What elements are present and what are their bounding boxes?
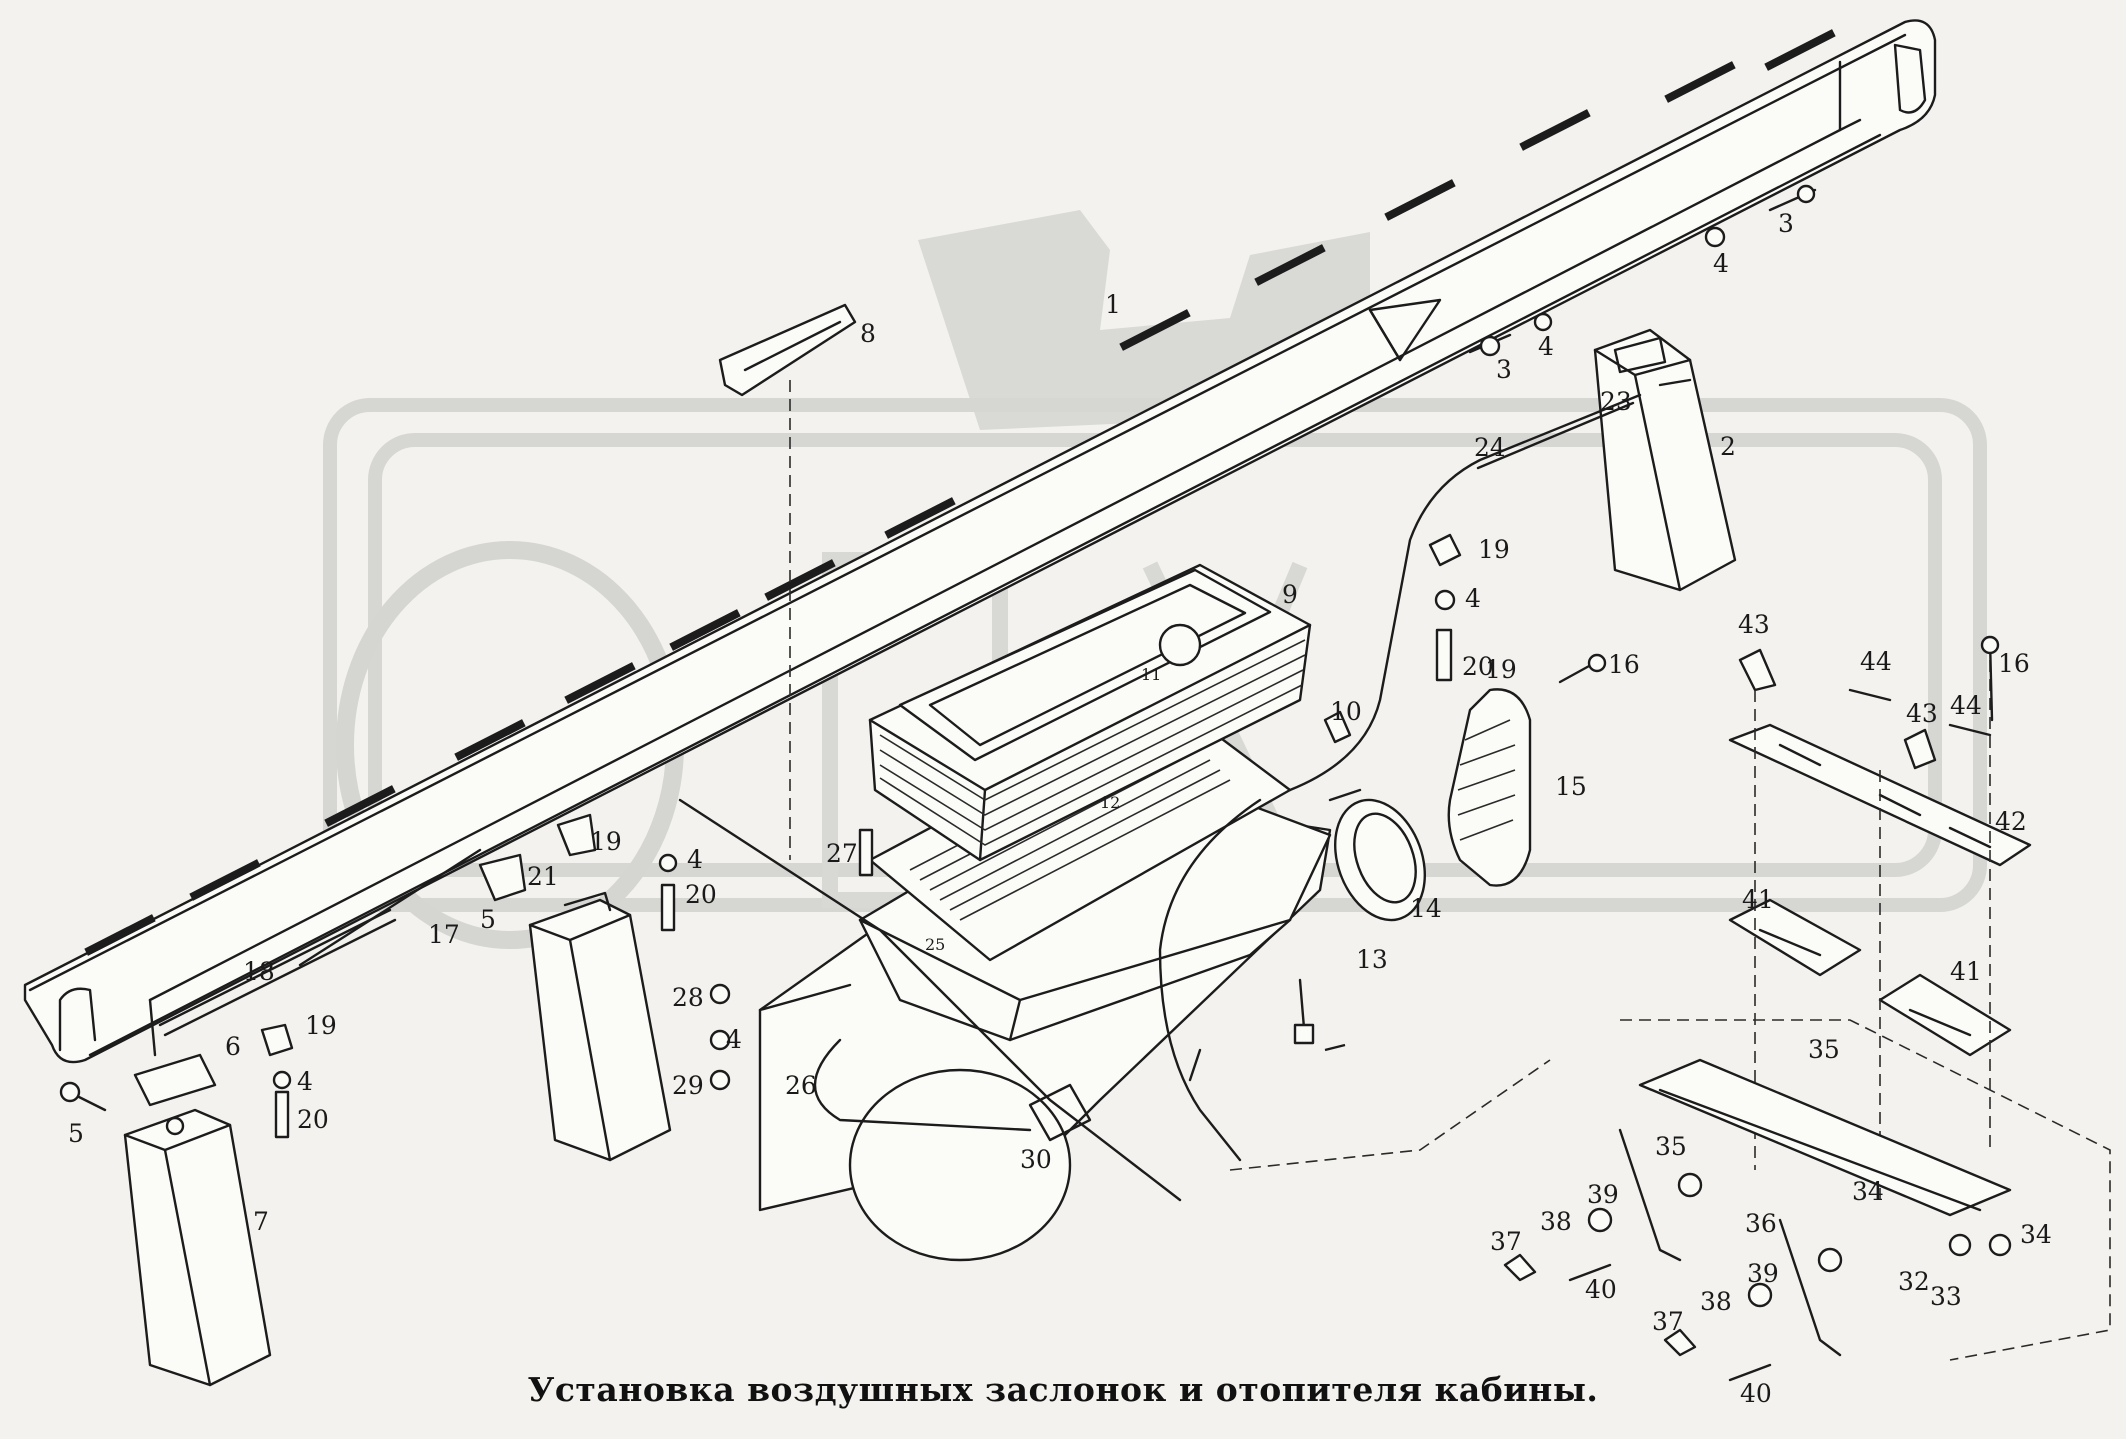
- fan-housing: [1328, 788, 1427, 922]
- part-label: 41: [1950, 957, 1982, 986]
- air-duct-beam: [23, 19, 1937, 1064]
- part-label: 20: [685, 880, 717, 909]
- part-label: 16: [1998, 649, 2030, 678]
- part-label: 12: [1100, 793, 1120, 812]
- part-label: 37: [1490, 1227, 1522, 1256]
- part-label: 37: [1652, 1307, 1684, 1336]
- part-label: 19: [1485, 655, 1517, 684]
- column-part-7: [123, 1108, 272, 1387]
- part-label: 21: [527, 862, 559, 891]
- part-label: 19: [305, 1011, 337, 1040]
- part-label: 23: [1600, 387, 1632, 416]
- part-label: 4: [297, 1067, 313, 1096]
- part-label: 16: [1608, 650, 1640, 679]
- part-label: 34: [1852, 1177, 1884, 1206]
- part-label: 38: [1540, 1207, 1572, 1236]
- radiator-core: [868, 563, 1312, 862]
- part-label: 4: [726, 1025, 742, 1054]
- duct-slots: [84, 29, 1836, 956]
- vent-grille: [1447, 688, 1532, 887]
- part-label: 33: [1930, 1282, 1962, 1311]
- part-label: 2: [1720, 432, 1736, 461]
- part-label: 44: [1950, 691, 1982, 720]
- part-label: 25: [925, 935, 945, 954]
- part-label: 18: [243, 957, 275, 986]
- part-label: 7: [253, 1207, 269, 1236]
- control-cables: [158, 393, 1642, 1202]
- part-label: 4: [1713, 249, 1729, 278]
- part-label: 39: [1587, 1180, 1619, 1209]
- part-label: 15: [1555, 772, 1587, 801]
- part-label: 8: [860, 319, 876, 348]
- column-center: [528, 891, 672, 1162]
- part-label: 28: [672, 983, 704, 1012]
- part-label: 13: [1356, 945, 1388, 974]
- part-label: 43: [1906, 699, 1938, 728]
- part-label: 10: [1330, 697, 1362, 726]
- part-label: 34: [2020, 1220, 2052, 1249]
- part-label: 19: [1478, 535, 1510, 564]
- part-label: 14: [1410, 894, 1442, 923]
- part-label: 38: [1700, 1287, 1732, 1316]
- part-label: 9: [1282, 580, 1298, 609]
- part-label: 26: [785, 1071, 817, 1100]
- part-label: 36: [1745, 1209, 1777, 1238]
- figure-caption: Установка воздушных заслонок и отопителя…: [527, 1370, 1599, 1409]
- part-label: 43: [1738, 610, 1770, 639]
- part-label: 5: [68, 1119, 84, 1148]
- part-label: 35: [1808, 1035, 1840, 1064]
- part-label: 27: [826, 839, 858, 868]
- part-label: 19: [590, 827, 622, 856]
- part-label: 3: [1778, 209, 1794, 238]
- part-label: 17: [428, 920, 460, 949]
- part-label: 42: [1995, 807, 2027, 836]
- control-panel: [1728, 648, 2032, 1200]
- part-labels: 1 2 3 3 4 4 4 4 4 4 5 5 6 7 8 9 10 11 12…: [68, 209, 2052, 1408]
- part-label: 41: [1742, 885, 1774, 914]
- part-label: 40: [1585, 1275, 1617, 1304]
- part-label: 6: [225, 1032, 241, 1061]
- part-label: 4: [1465, 584, 1481, 613]
- lever-bracket: [1229, 1019, 2111, 1382]
- part-label: 20: [1462, 652, 1494, 681]
- part-label: 11: [1141, 665, 1161, 684]
- part-label: 5: [480, 905, 496, 934]
- part-label: 20: [297, 1105, 329, 1134]
- part-label: 24: [1474, 433, 1506, 462]
- part-label: 29: [672, 1071, 704, 1100]
- part-label: 32: [1898, 1267, 1930, 1296]
- part-label: 4: [1538, 332, 1554, 361]
- part-label: 35: [1655, 1132, 1687, 1161]
- part-label: 1: [1105, 290, 1121, 319]
- part-label: 4: [687, 845, 703, 874]
- part-label: 30: [1020, 1145, 1052, 1174]
- part-label: 44: [1860, 647, 1892, 676]
- part-label: 40: [1740, 1379, 1772, 1408]
- fasteners: [59, 184, 2000, 1139]
- part-label: 3: [1496, 355, 1512, 384]
- clip-part-8: [718, 303, 857, 860]
- part-label: 39: [1747, 1259, 1779, 1288]
- column-part-2: [1593, 328, 1737, 592]
